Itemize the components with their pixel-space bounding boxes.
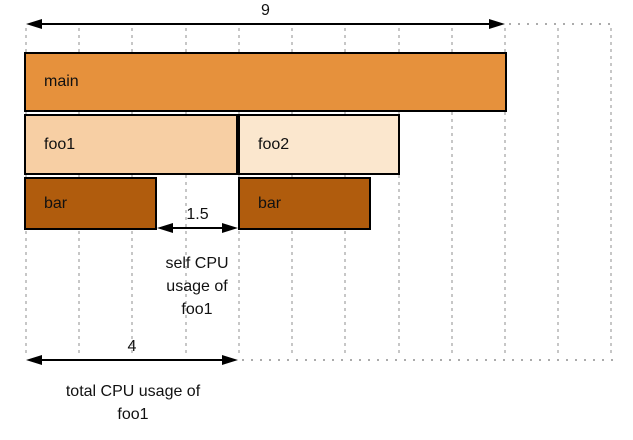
arrow-line xyxy=(36,23,495,25)
grid-line xyxy=(557,28,559,357)
arrow-head-left-icon xyxy=(157,223,173,233)
caption-self-cpu-usage: self CPU usage of foo1 xyxy=(165,252,228,321)
caption-line: self CPU xyxy=(165,255,229,272)
measure-self-foo1-value: 1.5 xyxy=(186,206,209,223)
dotted-extension-top xyxy=(509,23,614,25)
grid-line xyxy=(504,28,506,357)
grid-line xyxy=(398,28,400,357)
caption-total-cpu-usage: total CPU usage of foo1 xyxy=(66,380,200,426)
frame-bar-under-foo1-label: bar xyxy=(44,194,68,212)
frame-main-label: main xyxy=(44,73,79,90)
arrow-head-right-icon xyxy=(489,19,505,29)
measure-total-foo1-value: 4 xyxy=(127,338,137,355)
dotted-extension-bottom xyxy=(242,359,614,361)
caption-line: usage of xyxy=(166,278,228,295)
measure-total-width-value: 9 xyxy=(261,2,270,19)
arrow-head-right-icon xyxy=(222,355,238,365)
grid-line xyxy=(185,28,187,357)
arrow-head-left-icon xyxy=(26,355,42,365)
frame-bar-under-foo1: bar xyxy=(24,177,157,230)
frame-bar-under-foo2-label: bar xyxy=(258,194,282,212)
arrow-line xyxy=(167,227,228,229)
caption-line: foo1 xyxy=(181,301,213,318)
caption-line: foo1 xyxy=(117,406,149,423)
grid-line xyxy=(610,28,612,357)
frame-foo1-label: foo1 xyxy=(44,135,76,153)
frame-foo1: foo1 xyxy=(24,114,238,175)
arrow-line xyxy=(36,359,228,361)
frame-foo2-label: foo2 xyxy=(258,135,290,153)
frame-main: main xyxy=(24,52,507,112)
arrow-head-right-icon xyxy=(222,223,238,233)
frame-foo2: foo2 xyxy=(238,114,400,175)
frame-bar-under-foo2: bar xyxy=(238,177,371,230)
caption-line: total CPU usage of xyxy=(65,383,201,400)
grid-line xyxy=(451,28,453,357)
arrow-head-left-icon xyxy=(26,19,42,29)
